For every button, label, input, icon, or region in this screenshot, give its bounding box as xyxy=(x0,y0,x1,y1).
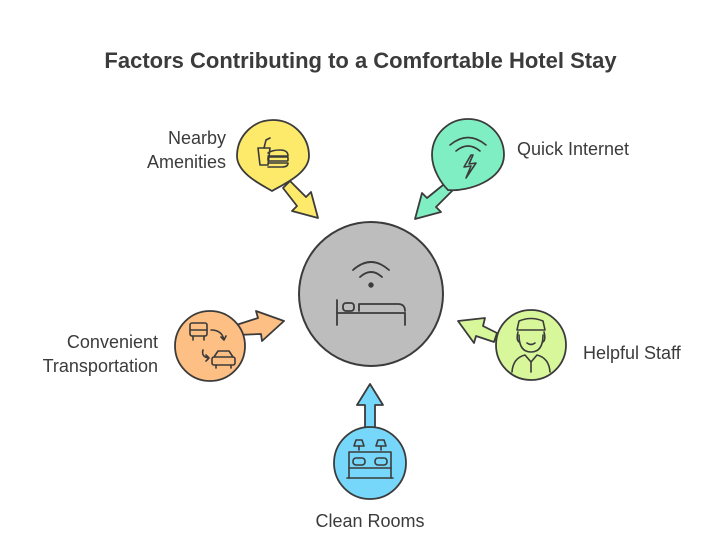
label-nearby-amenities: Nearby Amenities xyxy=(112,126,226,174)
label-line: Clean Rooms xyxy=(315,511,425,531)
arrow-clean-rooms xyxy=(356,383,384,429)
label-clean-rooms: Clean Rooms xyxy=(290,509,450,533)
internet-pin-shape xyxy=(431,118,505,192)
label-helpful-staff: Helpful Staff xyxy=(583,341,713,365)
arrow-internet-shape xyxy=(414,180,456,220)
arrow-staff xyxy=(457,317,498,344)
label-line: Quick Internet xyxy=(517,139,630,159)
center-circle xyxy=(298,221,444,367)
amenities-pin-icon xyxy=(257,137,289,168)
bellhop-icon xyxy=(511,317,551,373)
clean-room-icon xyxy=(346,439,394,479)
label-line: Transportation xyxy=(42,356,158,376)
hotel-bed-wifi-icon xyxy=(336,261,406,326)
arrow-clean-rooms-shape xyxy=(356,383,384,429)
factor-transportation xyxy=(174,310,246,382)
wifi-bolt-icon xyxy=(449,136,487,179)
label-line: Convenient xyxy=(66,332,158,352)
arrow-internet xyxy=(414,180,456,220)
factor-amenities xyxy=(236,119,310,193)
label-line: Nearby xyxy=(167,128,226,148)
clean-rooms-circle xyxy=(333,426,407,500)
transportation-circle xyxy=(174,310,246,382)
diagram-title: Factors Contributing to a Comfortable Ho… xyxy=(104,48,617,73)
label-quick-internet: Quick Internet xyxy=(517,137,677,161)
label-line: Helpful Staff xyxy=(583,343,681,363)
arrow-staff-shape xyxy=(457,317,498,344)
center-hub xyxy=(298,221,444,367)
factor-internet xyxy=(431,118,505,192)
factor-clean-rooms xyxy=(333,426,407,500)
label-line: Amenities xyxy=(146,152,226,172)
label-convenient-transportation: Convenient Transportation xyxy=(8,330,158,378)
factor-staff xyxy=(495,309,567,381)
bus-car-icon xyxy=(189,322,236,369)
arrow-amenities-shape xyxy=(282,180,319,219)
arrow-amenities xyxy=(282,180,319,219)
